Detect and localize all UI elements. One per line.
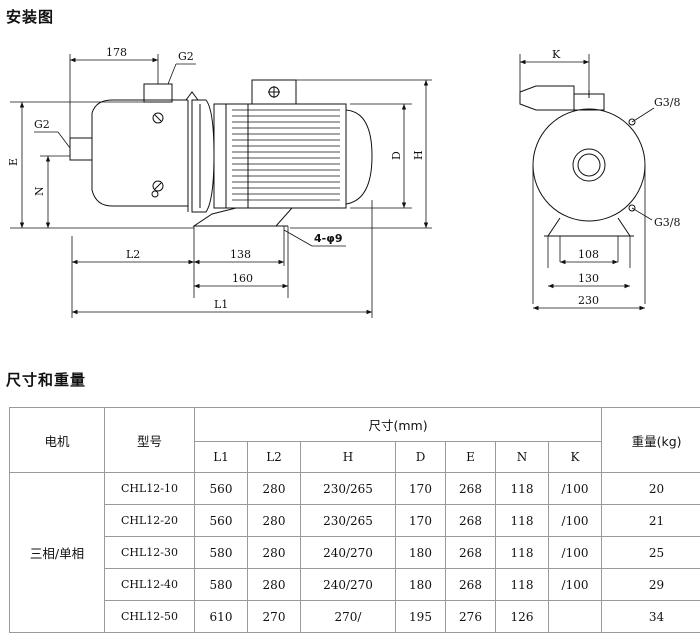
cell-d: 180 [395, 536, 446, 569]
cell-h: 230/265 [300, 504, 396, 537]
dim-l2: L2 [126, 248, 140, 261]
front-view [69, 79, 373, 227]
g38-top-label: G3/8 [654, 96, 681, 109]
header-motor: 电机 [9, 407, 105, 473]
col-d: D [395, 441, 446, 473]
cell-weight: 20 [601, 472, 700, 505]
col-l1: L1 [194, 441, 248, 473]
cell-model: CHL12-30 [104, 536, 195, 569]
cell-h: 230/265 [300, 472, 396, 505]
cell-n: 118 [495, 504, 549, 537]
dim-160: 160 [232, 272, 253, 285]
g2-left-label: G2 [34, 118, 50, 131]
g38-bottom-label: G3/8 [654, 216, 681, 229]
cell-l2: 280 [247, 568, 301, 601]
cell-d: 180 [395, 568, 446, 601]
g2-top-label: G2 [178, 50, 194, 63]
cell-model: CHL12-20 [104, 504, 195, 537]
dim-178: 178 [106, 46, 127, 59]
cell-weight: 29 [601, 568, 700, 601]
cell-d: 195 [395, 600, 446, 633]
side-view [519, 85, 646, 237]
cell-h: 240/270 [300, 568, 396, 601]
cell-k [547, 600, 603, 633]
cell-l1: 580 [194, 568, 248, 601]
cell-l1: 560 [194, 472, 248, 505]
dim-l1: L1 [214, 298, 228, 311]
installation-drawing: 178 G2 G2 E N D H L2 138 160 L1 4-φ9 [7, 46, 681, 318]
dim-e: E [7, 158, 20, 166]
dim-130: 130 [578, 272, 599, 285]
cell-k: /100 [547, 568, 603, 601]
dims-heading: 尺寸和重量 [6, 371, 87, 389]
cell-l1: 560 [194, 504, 248, 537]
cell-h: 270/ [300, 600, 396, 633]
cell-d: 170 [395, 472, 446, 505]
col-e: E [445, 441, 496, 473]
header-weight: 重量(kg) [601, 407, 700, 473]
cell-l2: 280 [247, 504, 301, 537]
cell-e: 276 [445, 600, 496, 633]
cell-l1: 580 [194, 536, 248, 569]
cell-l1: 610 [194, 600, 248, 633]
cell-n: 118 [495, 536, 549, 569]
holes-label: 4-φ9 [314, 232, 342, 245]
table-row: CHL12-20 560 280 230/265 170 268 118 /10… [10, 504, 700, 537]
col-h: H [300, 441, 396, 473]
cell-weight: 21 [601, 504, 700, 537]
cell-weight: 25 [601, 536, 700, 569]
dim-k: K [552, 48, 561, 61]
cell-model: CHL12-50 [104, 600, 195, 633]
cell-l2: 280 [247, 472, 301, 505]
cell-e: 268 [445, 568, 496, 601]
cell-n: 118 [495, 568, 549, 601]
cell-l2: 270 [247, 600, 301, 633]
dim-230: 230 [578, 294, 599, 307]
col-k: K [547, 441, 603, 473]
col-n: N [495, 441, 549, 473]
cell-k: /100 [547, 472, 603, 505]
table-row: 三相/单相 CHL12-10 560 280 230/265 170 268 1… [9, 472, 700, 633]
cell-model: CHL12-10 [104, 472, 195, 505]
cell-k: /100 [547, 536, 603, 569]
table-row: CHL12-50 610 270 270/ 195 276 126 34 [10, 600, 700, 633]
header-model: 型号 [104, 407, 195, 473]
cell-e: 268 [445, 504, 496, 537]
motor-type: 三相/单相 [9, 472, 105, 633]
dim-d: D [390, 151, 403, 160]
cell-k: /100 [547, 504, 603, 537]
install-heading: 安装图 [6, 8, 55, 26]
dim-138: 138 [230, 248, 251, 261]
table-row: CHL12-30 580 280 240/270 180 268 118 /10… [10, 536, 700, 569]
cell-d: 170 [395, 504, 446, 537]
cell-l2: 280 [247, 536, 301, 569]
col-l2: L2 [247, 441, 301, 473]
header-size: 尺寸(mm) [193, 407, 603, 442]
dimension-weight-table: 电机 型号 尺寸(mm) 重量(kg) L1 L2 H D E N K 三相/单… [9, 407, 700, 633]
dim-h: H [412, 150, 425, 160]
cell-e: 268 [445, 536, 496, 569]
cell-h: 240/270 [300, 536, 396, 569]
cell-model: CHL12-40 [104, 568, 195, 601]
dim-108: 108 [578, 248, 599, 261]
cell-weight: 34 [601, 600, 700, 633]
cell-e: 268 [445, 472, 496, 505]
table-row: CHL12-40 580 280 240/270 180 268 118 /10… [10, 568, 700, 601]
cell-n: 118 [495, 472, 549, 505]
cell-n: 126 [495, 600, 549, 633]
dim-n: N [33, 186, 46, 196]
